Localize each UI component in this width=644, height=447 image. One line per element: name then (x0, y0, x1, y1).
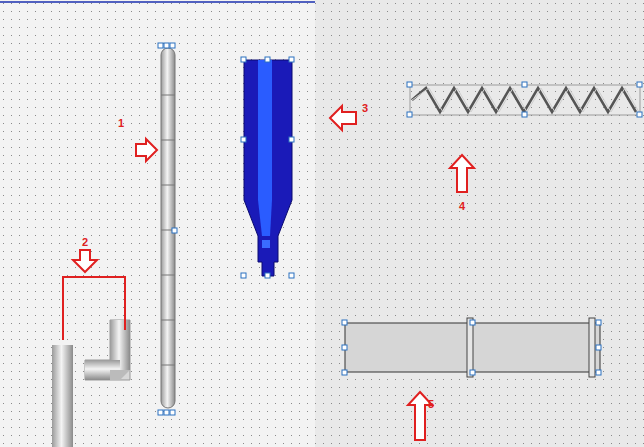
coil-highlight (412, 88, 639, 112)
selection-handle (265, 273, 270, 278)
selection-handle (172, 228, 177, 233)
selection-handle (170, 43, 175, 48)
selection-handle (522, 112, 527, 117)
selection-handle (522, 82, 527, 87)
callout-number: 2 (82, 236, 88, 248)
selection-handle (164, 43, 169, 48)
selection-handle (342, 320, 347, 325)
callout-number: 1 (118, 117, 124, 129)
selection-handle (342, 345, 347, 350)
selection-handle (637, 82, 642, 87)
selection-handle (241, 273, 246, 278)
selection-handle (342, 370, 347, 375)
column-segment (161, 320, 175, 321)
selection-handle (596, 345, 601, 350)
selection-handle (637, 112, 642, 117)
callout-number: 4 (459, 200, 465, 212)
selection-handle (289, 137, 294, 142)
selection-handle (470, 370, 475, 375)
selection-handle (158, 410, 163, 415)
selection-handle (170, 410, 175, 415)
selection-handle (164, 410, 169, 415)
column-segment (161, 185, 175, 186)
selection-handle (407, 82, 412, 87)
selection-handle (289, 57, 294, 62)
column-segment (161, 95, 175, 96)
callout-number: 3 (362, 102, 368, 114)
selection-handle (596, 320, 601, 325)
selection-handle (596, 370, 601, 375)
column-segment (161, 365, 175, 366)
selection-handle (289, 273, 294, 278)
callout-number: 5 (428, 398, 434, 410)
column-segment (161, 275, 175, 276)
column-segment (161, 140, 175, 141)
selection-handle (407, 112, 412, 117)
selection-handle (241, 137, 246, 142)
selection-handle (470, 320, 475, 325)
selection-handle (241, 57, 246, 62)
selection-handle (158, 43, 163, 48)
selection-handle (265, 57, 270, 62)
